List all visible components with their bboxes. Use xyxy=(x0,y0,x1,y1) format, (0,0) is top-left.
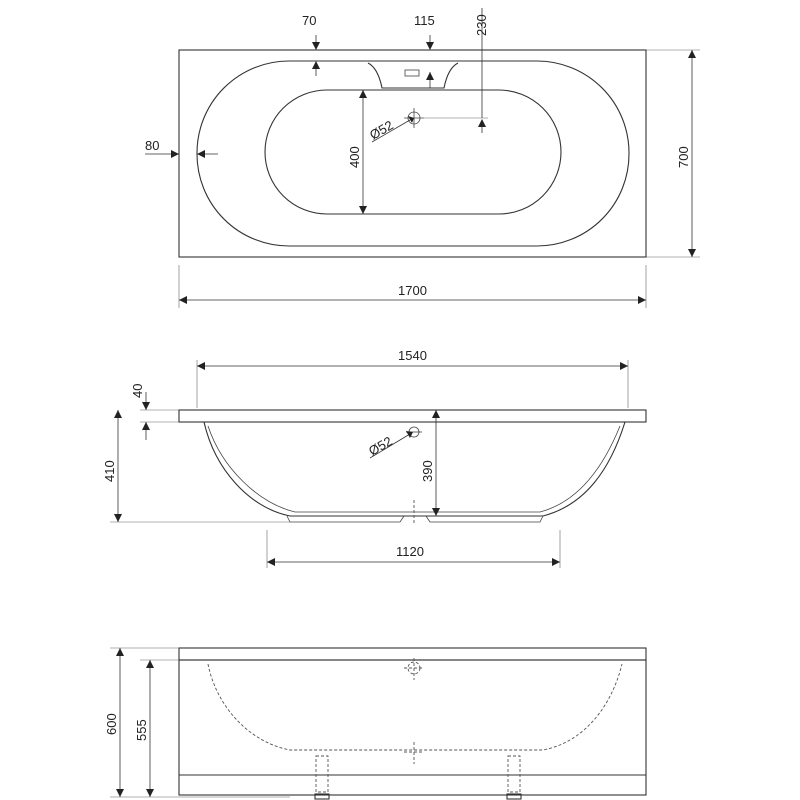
side-view-rim xyxy=(178,409,647,423)
dim-height-600: 600 xyxy=(104,713,119,735)
dim-side-80: 80 xyxy=(145,138,159,153)
dim-top-1540: 1540 xyxy=(398,348,427,363)
front-leg-left xyxy=(314,755,330,800)
front-view: 600 555 xyxy=(104,647,647,800)
dim-drain-diameter-side: Ø52 xyxy=(366,433,395,458)
front-leg-right xyxy=(506,755,522,800)
dim-inner-width-400: 400 xyxy=(347,146,362,168)
dim-length-1700: 1700 xyxy=(398,283,427,298)
dim-bottom-1120: 1120 xyxy=(396,544,424,559)
dim-height-410: 410 xyxy=(102,460,117,482)
top-view: 70 115 230 80 400 Ø52 700 xyxy=(145,8,700,308)
dim-rim-40: 40 xyxy=(130,384,145,398)
overflow-recess xyxy=(367,62,459,89)
dim-height-555: 555 xyxy=(134,719,149,741)
front-view-rim xyxy=(178,647,647,661)
side-view-inner-line xyxy=(207,425,621,513)
dim-width-700: 700 xyxy=(676,146,691,168)
top-view-outer-shell xyxy=(196,60,630,247)
dim-overflow-115: 115 xyxy=(414,13,435,28)
front-overflow-symbol xyxy=(404,658,424,680)
side-view: 1540 40 410 390 Ø52 1120 xyxy=(102,348,647,568)
front-view-hidden-basin xyxy=(207,663,623,751)
dim-rim-70: 70 xyxy=(302,13,316,28)
overflow-slot xyxy=(404,69,420,77)
top-view-inner-basin xyxy=(264,89,562,215)
dim-depth-390: 390 xyxy=(420,460,435,482)
front-view-panel xyxy=(178,659,647,796)
dim-drain-diameter-top: Ø52 xyxy=(367,117,396,142)
top-view-outer-rim xyxy=(178,49,647,258)
side-view-shell xyxy=(203,421,626,517)
side-view-feet xyxy=(286,515,544,523)
front-drain-symbol xyxy=(404,742,424,764)
dim-drain-230: 230 xyxy=(474,14,489,36)
